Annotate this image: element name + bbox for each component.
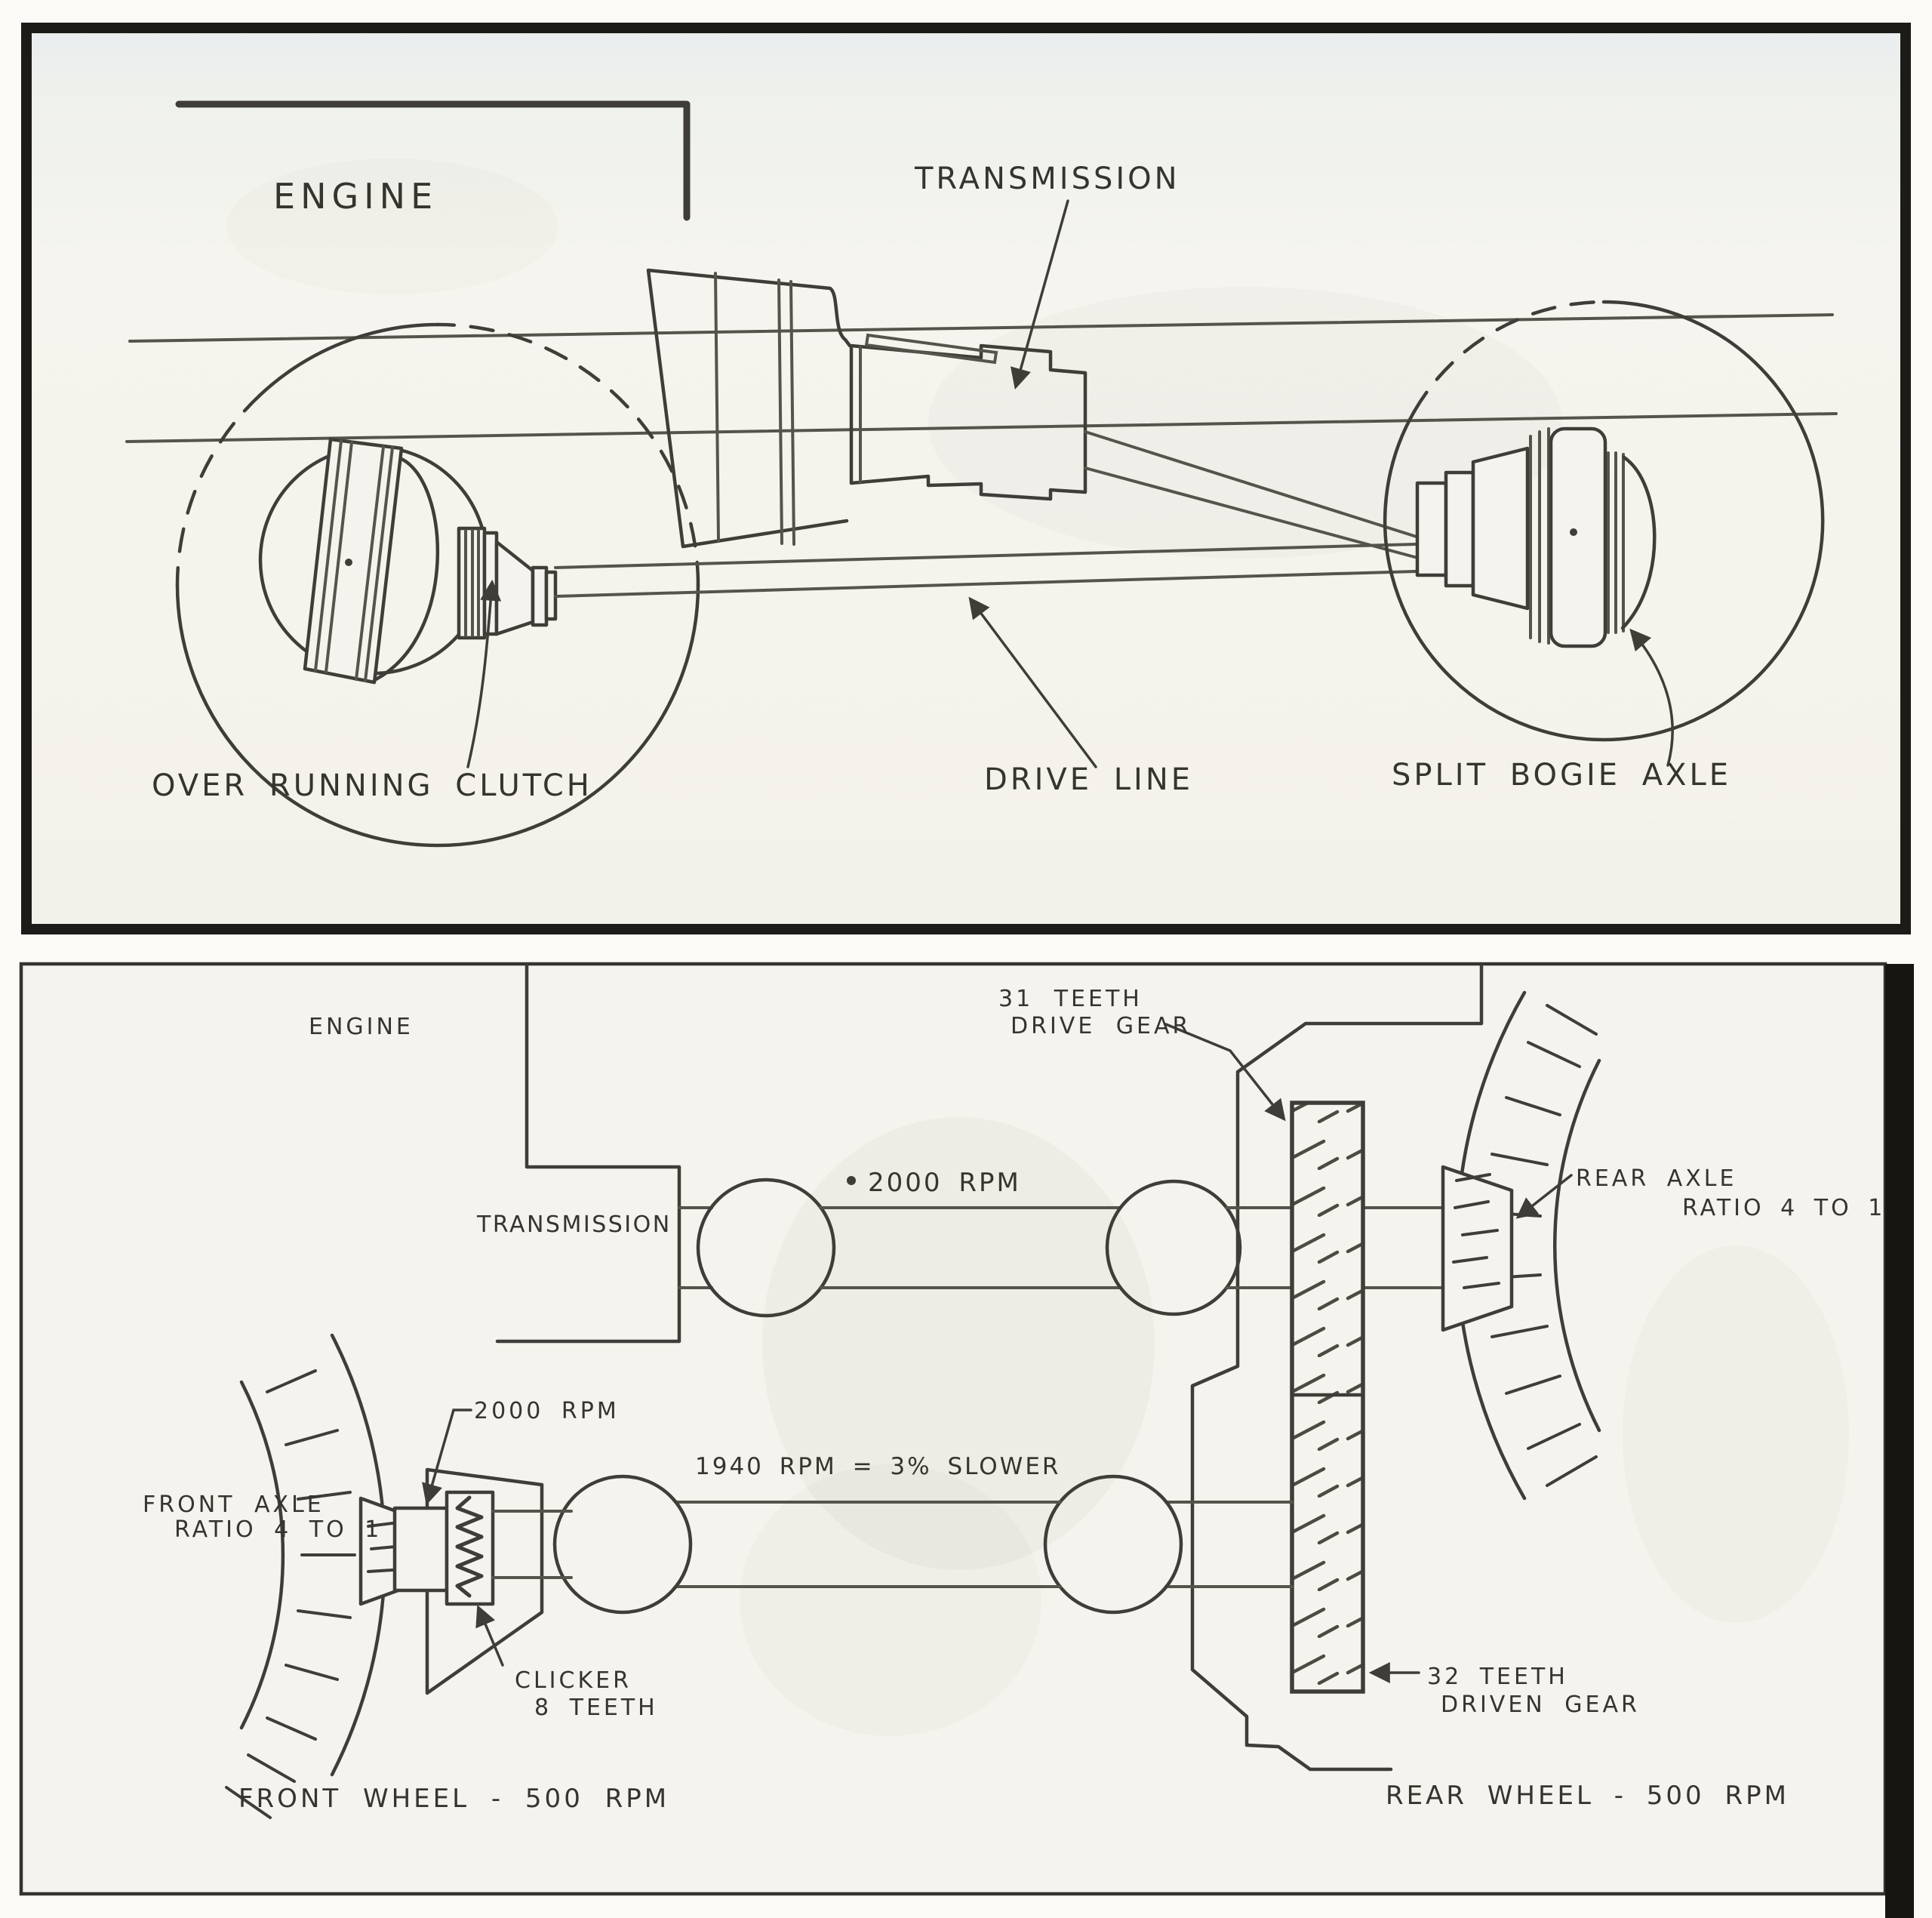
label-rear-wheel-rpm: REAR WHEEL - 500 RPM: [1386, 1781, 1789, 1811]
front-pinion-boss: [392, 1506, 449, 1593]
bell-housing: [646, 268, 852, 549]
center-mark: [1570, 528, 1577, 536]
axle-drum: [1549, 426, 1607, 648]
engine-transmission-outline: [495, 963, 681, 1344]
axle-taper: [1471, 446, 1530, 611]
label-drive-line: DRIVE LINE: [984, 762, 1193, 797]
u-joint-circle: [696, 1178, 836, 1318]
drive-gear-arrow: [1164, 1023, 1286, 1122]
transmission-top-strip: [864, 333, 998, 365]
rear-ring-gear: [1441, 990, 1601, 1501]
transmission-arrow: [1010, 199, 1069, 390]
u-joint-circle: [1105, 1179, 1242, 1316]
label-engine-bottom: ENGINE: [309, 1014, 414, 1040]
label-front-wheel-rpm: FRONT WHEEL - 500 RPM: [238, 1784, 669, 1814]
propeller-shaft-upper: [1084, 430, 1420, 539]
u-joint-circle: [1043, 1474, 1183, 1615]
label-driven-gear: DRIVEN GEAR: [1441, 1692, 1640, 1718]
upper-driveshaft: [678, 1178, 1444, 1318]
axle-hub-bulge: [1620, 455, 1657, 630]
label-31-teeth: 31 TEETH: [998, 986, 1143, 1012]
frame-line-upper: [128, 313, 1834, 343]
label-front-axle-ratio: RATIO 4 TO 1: [174, 1516, 382, 1543]
rear-pinion-segment: [1441, 1165, 1514, 1332]
transmission-body: [849, 333, 1088, 501]
lower-driveshaft: [552, 1474, 1294, 1615]
label-engine-top: ENGINE: [273, 176, 438, 217]
label-rpm-1940: 1940 RPM = 3% SLOWER: [695, 1453, 1060, 1480]
clutch-bulge: [374, 457, 440, 682]
label-over-running-clutch: OVER RUNNING CLUTCH: [152, 768, 592, 803]
front-bogie-wheel-circle: [175, 322, 700, 848]
transfer-gear-stack: [1290, 1101, 1365, 1694]
center-mark: [345, 559, 352, 566]
drive-line-shaft-lower: [554, 570, 1417, 598]
rpm-2000-front-arrow: [422, 1408, 472, 1506]
label-transmission-bottom: TRANSMISSION: [476, 1211, 672, 1238]
top-diagram-panel: ENGINE TRANSMISSION OVER RUNNING CLUTCH …: [21, 23, 1911, 934]
propeller-shaft-lower: [1084, 466, 1422, 560]
label-front-axle: FRONT AXLE: [143, 1492, 325, 1518]
label-rear-axle-ratio: RATIO 4 TO 1: [1682, 1195, 1885, 1221]
label-clicker-teeth: 8 TEETH: [534, 1695, 658, 1721]
rear-axle-arrow: [1515, 1174, 1573, 1219]
rear-bogie-wheel-circle: [1383, 300, 1825, 742]
u-joint-circle: [552, 1474, 693, 1615]
label-32-teeth: 32 TEETH: [1427, 1664, 1568, 1690]
print-bleed-blob: [762, 1117, 1155, 1570]
frame-line-lower: [125, 412, 1838, 443]
bottom-diagram-panel: ENGINE TRANSMISSION 2000 RPM 31 TEETH DR…: [19, 962, 1914, 1918]
label-rpm-2000-top: 2000 RPM: [868, 1168, 1021, 1198]
drive-line-shaft-upper: [554, 543, 1417, 569]
print-bleed-blob: [1623, 1245, 1849, 1623]
clicker-spring-zigzag: [455, 1495, 484, 1598]
split-bogie-axle-arrow: [1629, 628, 1674, 767]
rear-axle-housing-outline: [1190, 963, 1484, 1772]
label-drive-gear: DRIVE GEAR: [1011, 1013, 1191, 1039]
page-gutter-bar: [1885, 964, 1914, 1918]
over-running-clutch-arrow: [466, 579, 502, 768]
label-rpm-2000-front: 2000 RPM: [474, 1398, 620, 1424]
label-split-bogie-axle: SPLIT BOGIE AXLE: [1392, 758, 1731, 793]
front-carrier-funnel: [425, 1467, 544, 1695]
split-bogie-axle-assembly: [1415, 426, 1657, 648]
label-transmission-top: TRANSMISSION: [914, 162, 1180, 196]
gear-outline: [1290, 1101, 1365, 1694]
bullet-dot: [847, 1176, 856, 1185]
engine-boundary-bracket: [175, 100, 691, 221]
front-axle-assembly: [225, 1333, 573, 1819]
clicker-arrow: [475, 1605, 504, 1667]
ring-inner-arc: [1553, 1058, 1601, 1433]
label-rear-axle: REAR AXLE: [1576, 1165, 1737, 1192]
drive-line-arrow: [968, 596, 1097, 768]
print-bleed-blob: [740, 1464, 1041, 1736]
front-ring-inner-arc: [239, 1380, 285, 1730]
label-clicker: CLICKER: [515, 1667, 632, 1694]
over-running-clutch-assembly: [258, 437, 558, 685]
clicker-box: [445, 1490, 495, 1606]
